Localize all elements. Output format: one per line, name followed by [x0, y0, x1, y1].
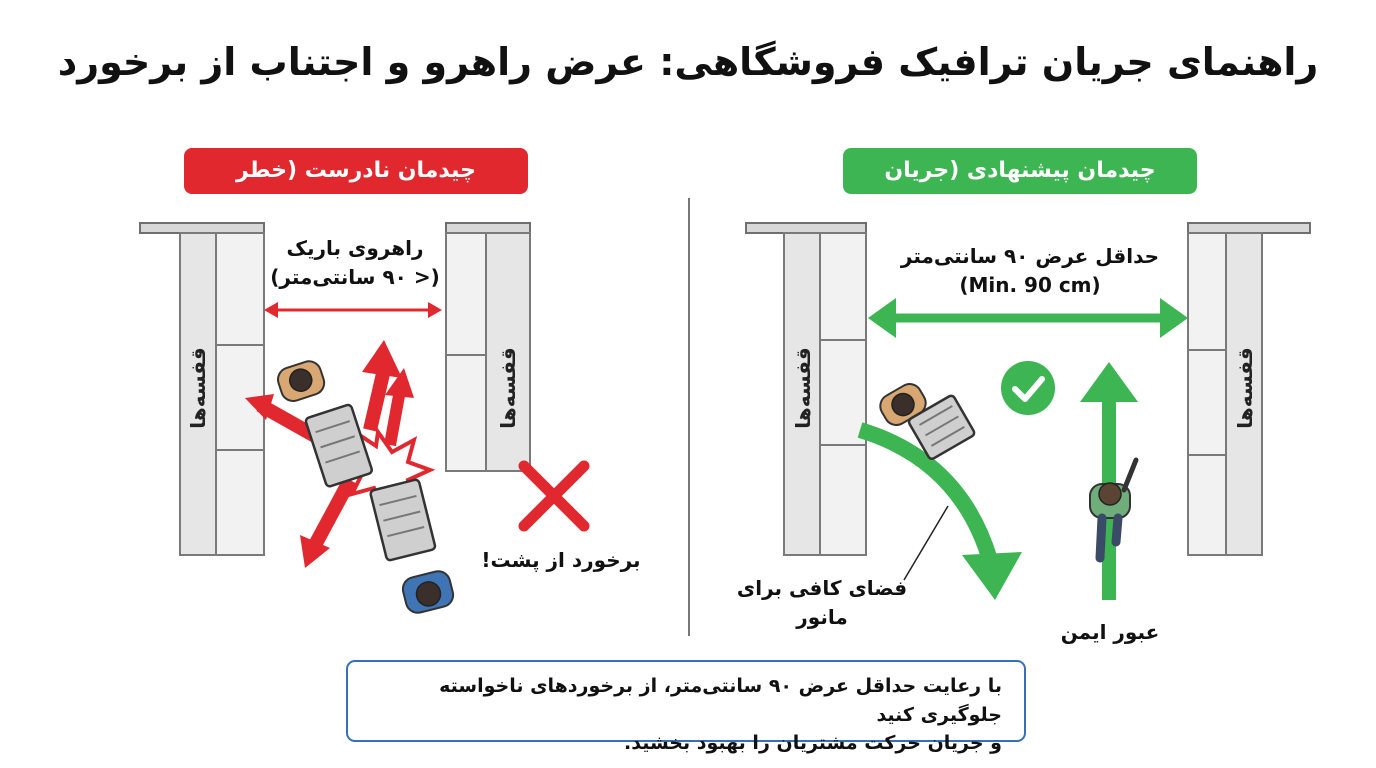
maneuver-label-line1: فضای کافی برای: [736, 576, 908, 600]
recommended-shelf-left-label: قفسه‌ها: [791, 347, 815, 429]
collision-label: برخورد از پشت!: [481, 548, 641, 572]
narrow-width-arrow: [264, 302, 442, 318]
guidance-note: با رعایت حداقل عرض ۹۰ سانتی‌متر، از برخو…: [346, 660, 1026, 754]
recommended-shelf-right: [1187, 222, 1311, 556]
shopper-with-cart-icon: [879, 383, 976, 461]
min-width-arrow: [868, 298, 1188, 338]
incorrect-shelf-left: [139, 222, 265, 556]
panel-divider: [688, 198, 690, 636]
min-width-label-line1: حداقل عرض ۹۰ سانتی‌متر: [900, 244, 1160, 268]
guidance-note-line1: با رعایت حداقل عرض ۹۰ سانتی‌متر، از برخو…: [439, 675, 1002, 726]
narrow-aisle-label-line1: راهروی باریک: [286, 236, 424, 260]
incorrect-shelf-left-label: قفسه‌ها: [186, 347, 210, 429]
shopper-with-cart-bottom-icon: [369, 478, 455, 614]
incorrect-shelf-right-label: قفسه‌ها: [496, 347, 520, 429]
maneuver-label: فضای کافی برای مانور: [732, 574, 912, 632]
collision-arrows: [245, 340, 414, 568]
page-title: راهنمای جریان ترافیک فروشگاهی: عرض راهرو…: [57, 40, 1319, 84]
incorrect-layout-badge: چیدمان نادرست (خطر برخورد): [184, 148, 528, 229]
narrow-aisle-label-line2: (< ۹۰ سانتی‌متر): [270, 265, 440, 289]
incorrect-shelf-right: [445, 222, 531, 472]
cross-mark-icon: [518, 460, 590, 532]
maneuver-arrow: [857, 422, 1022, 600]
min-width-label-line2: (Min. 90 cm): [959, 273, 1101, 297]
shopper-with-cart-top-icon: [277, 360, 374, 488]
safe-pass-label: عبور ایمن: [1060, 620, 1160, 644]
narrow-aisle-label: راهروی باریک (< ۹۰ سانتی‌متر): [250, 234, 460, 292]
recommended-layout-badge: چیدمان پیشنهادی (جریان ایمن): [843, 148, 1197, 229]
maneuver-pointer-line: [903, 505, 949, 581]
recommended-shelf-left: [745, 222, 867, 556]
walking-shopper-icon: [1089, 457, 1139, 563]
maneuver-label-line2: مانور: [796, 605, 848, 629]
guidance-note-line2: و جریان حرکت مشتریان را بهبود بخشید.: [624, 732, 1002, 754]
recommended-shelf-right-label: قفسه‌ها: [1233, 347, 1257, 429]
min-width-label: حداقل عرض ۹۰ سانتی‌متر (Min. 90 cm): [880, 242, 1180, 300]
check-circle-icon: [1001, 361, 1055, 415]
